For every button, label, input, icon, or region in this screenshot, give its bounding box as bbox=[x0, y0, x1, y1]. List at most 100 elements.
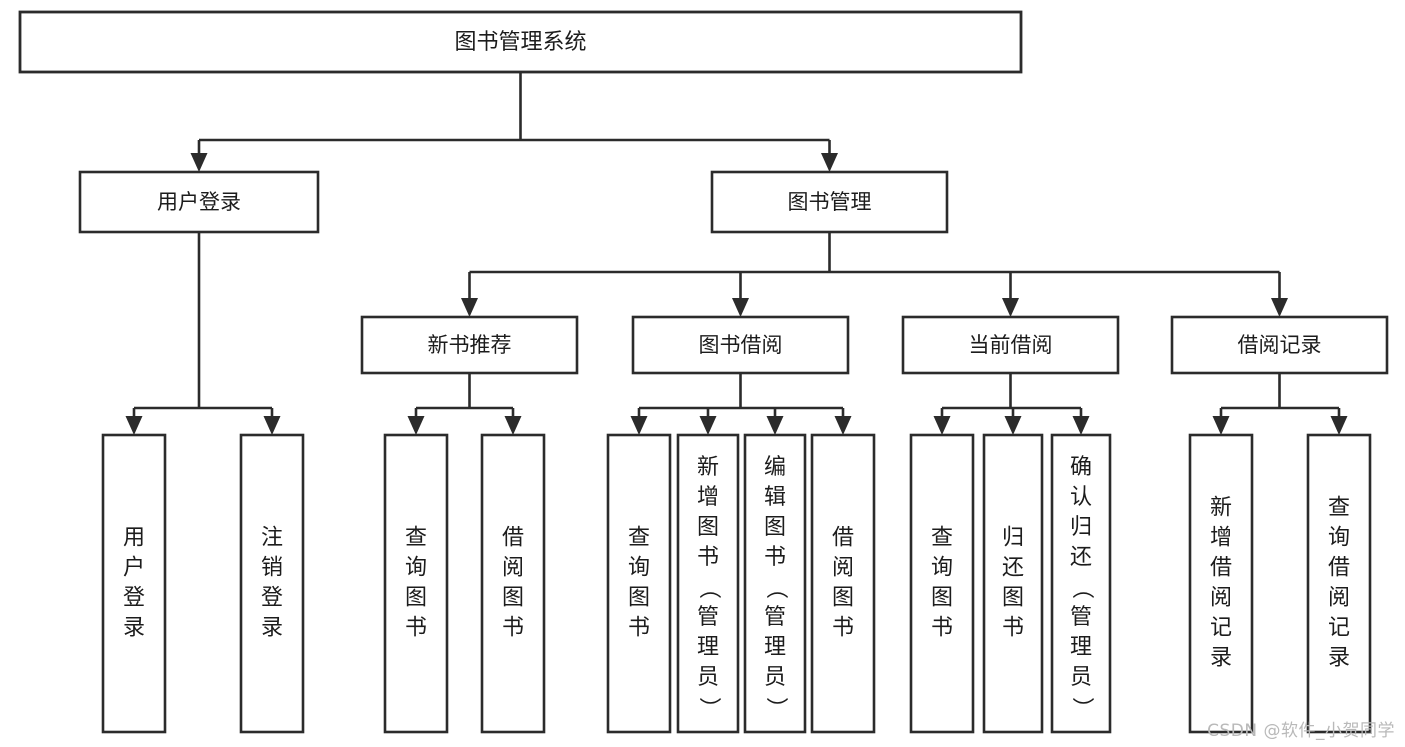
node-leaf-query-book-borrow-rect[interactable] bbox=[606, 433, 672, 734]
connector-layer bbox=[125, 72, 1348, 435]
svg-text:询: 询 bbox=[405, 556, 427, 581]
svg-text:员: 员 bbox=[764, 665, 786, 690]
node-leaf-add-book-admin-rect[interactable] bbox=[676, 433, 740, 734]
arrow-head-icon bbox=[1072, 416, 1090, 435]
node-book-management[interactable]: 图书管理 bbox=[710, 170, 949, 234]
node-leaf-confirm-return-admin-rect[interactable] bbox=[1050, 433, 1112, 734]
svg-text:户: 户 bbox=[123, 556, 145, 581]
arrow-head-icon bbox=[834, 416, 852, 435]
svg-text:询: 询 bbox=[628, 556, 650, 581]
node-leaf-query-borrow-record-rect[interactable] bbox=[1306, 433, 1372, 734]
node-leaf-user-login-rect[interactable] bbox=[101, 433, 167, 734]
svg-text:理: 理 bbox=[1070, 635, 1092, 660]
svg-text:书: 书 bbox=[832, 616, 854, 641]
arrow-head-icon bbox=[407, 416, 425, 435]
svg-text:阅: 阅 bbox=[502, 556, 524, 581]
svg-text:图: 图 bbox=[931, 586, 953, 611]
svg-text:）: ） bbox=[763, 697, 788, 719]
svg-text:（: （ bbox=[763, 577, 788, 599]
svg-text:借: 借 bbox=[502, 526, 524, 551]
node-leaf-borrow-book-rec-rect[interactable] bbox=[480, 433, 546, 734]
node-leaf-user-login[interactable]: 用户登录 bbox=[101, 433, 167, 734]
node-book-management-label: 图书管理 bbox=[788, 190, 872, 214]
node-root-book-system-rect[interactable] bbox=[18, 10, 1023, 74]
arrow-head-icon bbox=[125, 416, 143, 435]
node-leaf-query-book-rec-rect[interactable] bbox=[383, 433, 449, 734]
svg-text:编: 编 bbox=[764, 455, 786, 480]
arrow-head-icon bbox=[1271, 298, 1288, 317]
svg-text:书: 书 bbox=[628, 616, 650, 641]
svg-text:录: 录 bbox=[261, 616, 283, 641]
node-new-book-recommend[interactable]: 新书推荐 bbox=[360, 315, 579, 375]
node-user-login[interactable]: 用户登录 bbox=[78, 170, 320, 234]
svg-text:书: 书 bbox=[697, 545, 719, 570]
svg-text:登: 登 bbox=[261, 586, 283, 611]
svg-text:询: 询 bbox=[1328, 526, 1350, 551]
svg-text:书: 书 bbox=[764, 545, 786, 570]
svg-text:查: 查 bbox=[628, 526, 650, 551]
connector-book-borrow-to-leaves bbox=[630, 373, 852, 435]
node-root-book-system[interactable]: 图书管理系统 bbox=[18, 10, 1023, 74]
node-new-book-recommend-rect[interactable] bbox=[360, 315, 579, 375]
svg-text:查: 查 bbox=[405, 526, 427, 551]
node-leaf-add-borrow-record-rect[interactable] bbox=[1188, 433, 1254, 734]
node-current-borrow-rect[interactable] bbox=[901, 315, 1120, 375]
svg-text:阅: 阅 bbox=[1210, 586, 1232, 611]
connector-borrow-record-to-leaves bbox=[1212, 373, 1348, 435]
svg-text:借: 借 bbox=[1210, 556, 1232, 581]
node-leaf-query-book-current-rect[interactable] bbox=[909, 433, 975, 734]
node-borrow-record-label: 借阅记录 bbox=[1238, 333, 1322, 357]
arrow-head-icon bbox=[263, 416, 281, 435]
node-book-borrow[interactable]: 图书借阅 bbox=[631, 315, 850, 375]
connector-bookmgmt-to-level3 bbox=[461, 232, 1288, 317]
node-current-borrow[interactable]: 当前借阅 bbox=[901, 315, 1120, 375]
svg-text:理: 理 bbox=[697, 635, 719, 660]
node-leaf-return-book-rect[interactable] bbox=[982, 433, 1044, 734]
svg-text:归: 归 bbox=[1002, 526, 1024, 551]
svg-text:书: 书 bbox=[502, 616, 524, 641]
node-leaf-borrow-book-rect[interactable] bbox=[810, 433, 876, 734]
node-new-book-recommend-label: 新书推荐 bbox=[428, 333, 512, 357]
svg-text:（: （ bbox=[1069, 577, 1094, 599]
node-leaf-edit-book-admin-rect[interactable] bbox=[743, 433, 807, 734]
arrow-head-icon bbox=[1212, 416, 1230, 435]
svg-text:还: 还 bbox=[1002, 556, 1024, 581]
svg-text:辑: 辑 bbox=[764, 485, 786, 510]
svg-text:还: 还 bbox=[1070, 545, 1092, 570]
node-leaf-logout-rect[interactable] bbox=[239, 433, 305, 734]
arrow-head-icon bbox=[1002, 298, 1019, 317]
svg-text:注: 注 bbox=[261, 526, 283, 551]
arrow-head-icon bbox=[461, 298, 478, 317]
svg-text:借: 借 bbox=[832, 526, 854, 551]
svg-text:书: 书 bbox=[1002, 616, 1024, 641]
node-book-management-rect[interactable] bbox=[710, 170, 949, 234]
svg-text:图: 图 bbox=[628, 586, 650, 611]
svg-text:图: 图 bbox=[405, 586, 427, 611]
node-user-login-rect[interactable] bbox=[78, 170, 320, 234]
node-borrow-record[interactable]: 借阅记录 bbox=[1170, 315, 1389, 375]
node-book-borrow-rect[interactable] bbox=[631, 315, 850, 375]
node-borrow-record-rect[interactable] bbox=[1170, 315, 1389, 375]
arrow-head-icon bbox=[504, 416, 522, 435]
arrow-head-icon bbox=[933, 416, 951, 435]
arrow-head-icon bbox=[630, 416, 648, 435]
